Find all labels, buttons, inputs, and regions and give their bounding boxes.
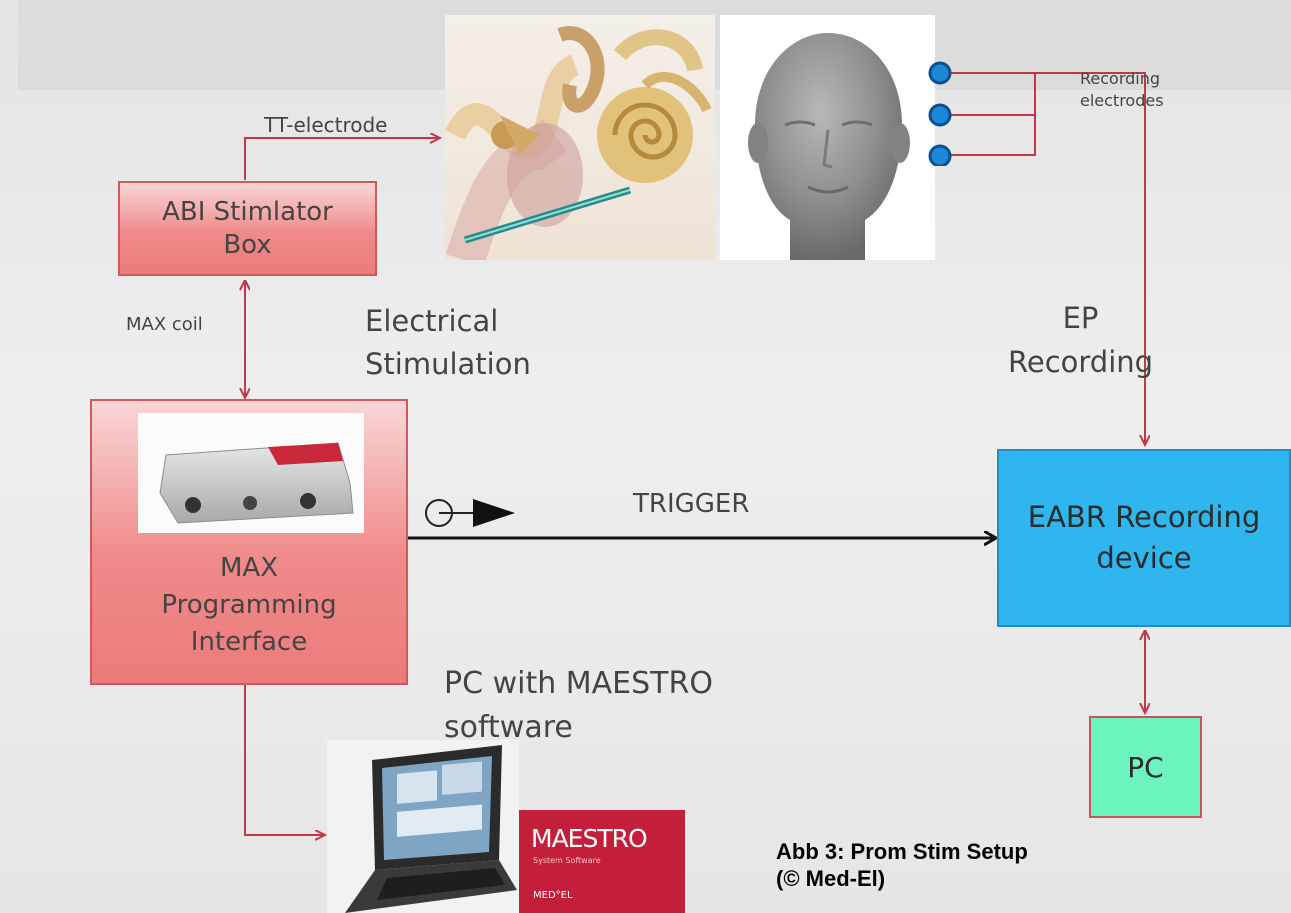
medel-logo-text: MED°EL — [533, 890, 573, 901]
electrode-bracket — [948, 72, 1036, 156]
pc-maestro-label: PC with MAESTRO software — [444, 666, 713, 745]
ep-recording-line — [1035, 72, 1145, 445]
pc-box: PC — [1089, 716, 1202, 818]
max-to-laptop-line — [245, 672, 325, 835]
trigger-label: TRIGGER — [633, 489, 750, 519]
maestro-logo-text: MAESTRO — [531, 824, 648, 853]
cochlea-icon — [445, 26, 712, 260]
trigger-icon — [425, 499, 515, 527]
laptop-icon — [345, 745, 517, 913]
max-device-image — [138, 413, 364, 533]
recording-electrodes-icon — [928, 61, 952, 166]
tt-electrode-line — [244, 138, 440, 180]
tt-electrode-label: TT-electrode — [264, 113, 388, 137]
eabr-recording-device-box: EABR Recording device — [997, 449, 1291, 627]
head-icon — [748, 33, 910, 260]
max-device-icon — [159, 442, 354, 524]
laptop-image — [327, 740, 519, 913]
maestro-logo-subtitle: System Software — [533, 856, 601, 865]
maestro-logo: MAESTRO System Software MED°EL — [519, 810, 685, 913]
recording-electrodes-label: Recording electrodes — [1080, 69, 1164, 110]
abi-stimulator-box: ABI Stimlator Box — [118, 181, 377, 276]
caption-line-1: Abb 3: Prom Stim Setup — [776, 839, 1028, 864]
ep-recording-label: EP Recording — [1008, 301, 1154, 379]
caption-line-2: (© Med-El) — [776, 866, 886, 891]
ear-anatomy-image — [445, 15, 715, 260]
electrical-stimulation-label: Electrical Stimulation — [365, 304, 531, 381]
max-coil-label: MAX coil — [126, 314, 203, 335]
head-image — [720, 15, 935, 260]
figure-caption: Abb 3: Prom Stim Setup (© Med-El) — [776, 838, 1028, 892]
